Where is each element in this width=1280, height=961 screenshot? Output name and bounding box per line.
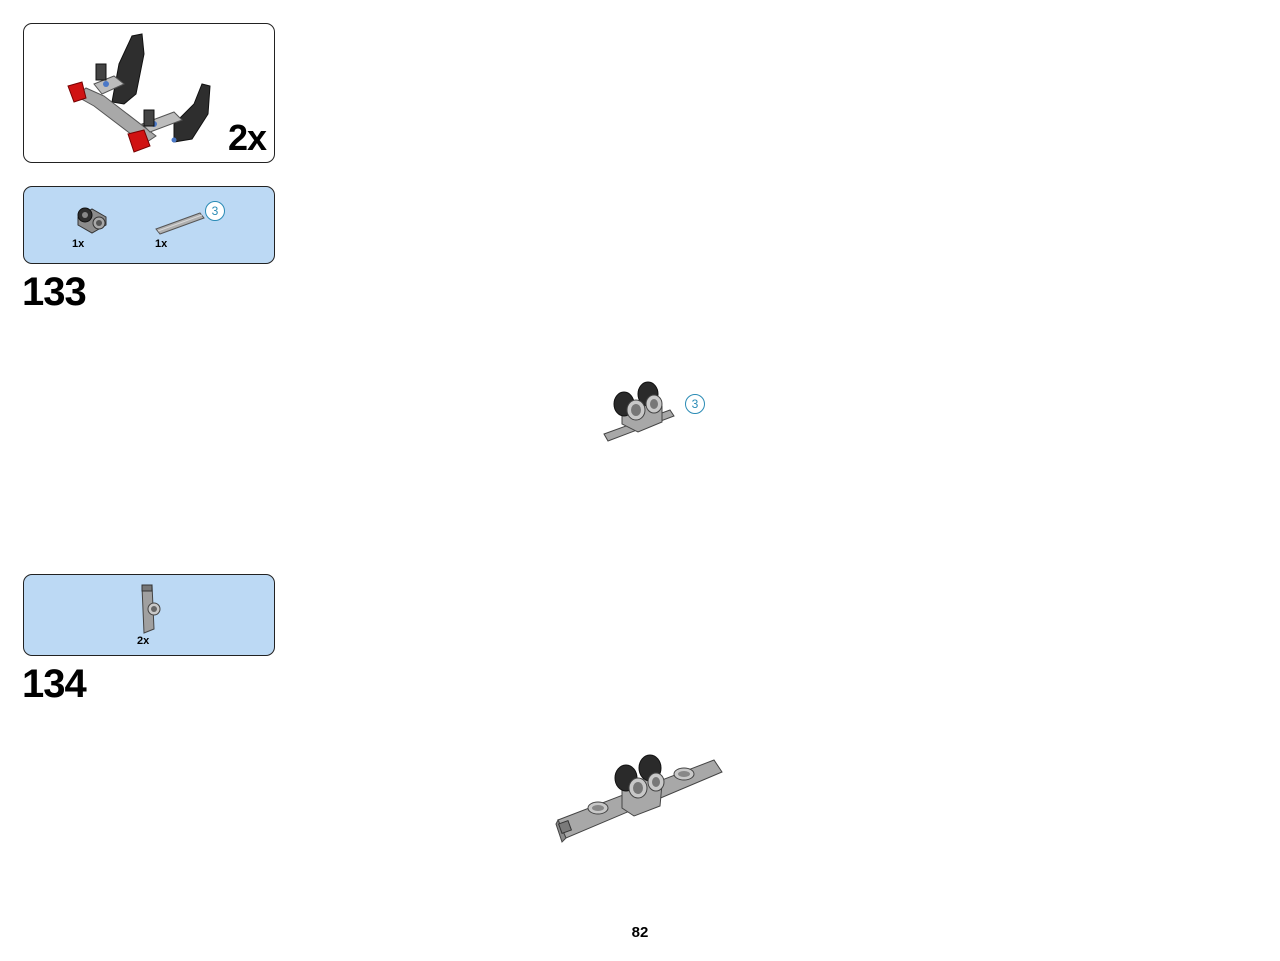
part-qty: 1x	[155, 238, 168, 250]
double-pin-connector-icon	[77, 207, 107, 234]
axle-length-callout: 3	[685, 394, 705, 414]
parts-list-step-133: 1x 1x 3	[23, 186, 275, 264]
part-qty: 2x	[137, 635, 150, 647]
page-number: 82	[631, 924, 649, 941]
step-number: 134	[22, 662, 87, 706]
step-134-assembly-image	[555, 754, 723, 843]
parts-list-step-134: 2x	[23, 574, 275, 656]
axle-pin-connector-icon	[141, 584, 161, 634]
step-133-assembly-image	[603, 381, 675, 442]
step-number: 133	[22, 270, 87, 314]
submodel-multiplier: 2x	[227, 117, 267, 158]
part-qty: 1x	[72, 238, 85, 250]
axle-3-icon	[155, 212, 205, 235]
submodel-assembly-image	[67, 33, 211, 153]
submodel-box: 2x	[23, 23, 275, 163]
axle-length-callout: 3	[205, 201, 225, 221]
